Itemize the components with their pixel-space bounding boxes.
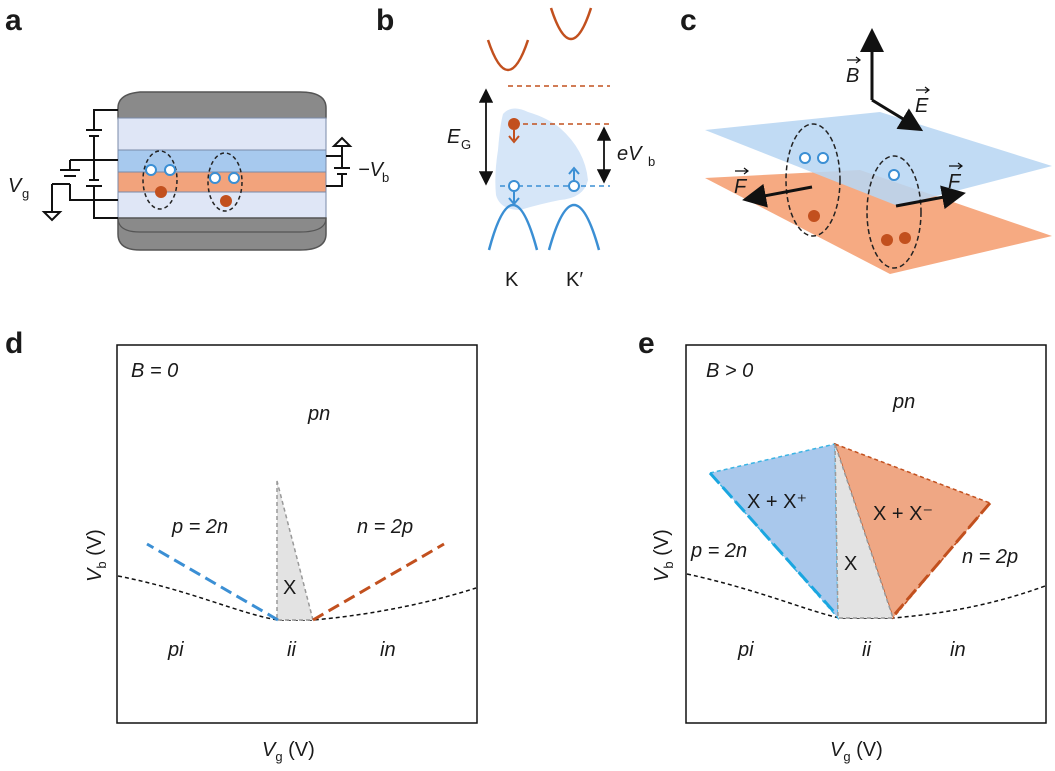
vector-arrow <box>735 167 749 175</box>
y-axis-label: Vb (V) <box>651 529 676 582</box>
region-ii: ii <box>862 639 871 661</box>
electron-marker <box>899 232 911 244</box>
hole-marker <box>209 172 221 184</box>
force-arrow-right <box>895 185 966 210</box>
panel-label-a: a <box>5 4 22 37</box>
exciton-outline <box>866 155 922 269</box>
exciton-outline <box>142 150 178 210</box>
electron-marker <box>220 195 232 207</box>
n-2p-line <box>893 502 992 615</box>
exciton-region <box>834 443 895 619</box>
region-x: X <box>844 553 857 575</box>
electron-marker <box>808 210 820 222</box>
region-pn: pn <box>892 391 915 413</box>
k-label: K <box>505 269 519 291</box>
panel-b: b E G eV b K K′ <box>376 4 655 291</box>
panel-label-b: b <box>376 4 394 37</box>
e-field-arrow <box>871 98 924 132</box>
p-2n-line <box>146 542 279 622</box>
vb-label: −V <box>358 159 385 181</box>
kp-label: K′ <box>566 269 583 291</box>
hole-marker <box>164 164 176 176</box>
hole-kp <box>568 180 580 192</box>
vector-arrow <box>847 56 861 64</box>
n-2p-line <box>312 542 445 622</box>
p-2n-label: p = 2n <box>690 540 747 562</box>
electron-marker <box>155 186 167 198</box>
force-label-right: F <box>948 171 962 193</box>
top-layer-plane <box>705 112 1052 206</box>
spin-up-arrow <box>568 166 580 180</box>
panel-a: a <box>5 4 389 251</box>
gate-circuit <box>41 109 118 222</box>
x-plus-region <box>708 443 839 621</box>
p-2n-line <box>708 472 838 615</box>
force-label-left: F <box>734 176 748 198</box>
eg-sub: G <box>461 137 471 152</box>
electron-dot <box>508 118 520 130</box>
bias-circuit <box>326 136 353 187</box>
force-arrow-left <box>742 183 813 208</box>
bottom-layer-plane <box>705 170 1052 274</box>
hole-marker <box>145 164 157 176</box>
spin-down-arrow <box>508 130 520 144</box>
vb-sub: b <box>382 170 389 185</box>
region-pn: pn <box>307 403 330 425</box>
b-field-label: B <box>846 65 859 87</box>
panel-c: c B E F F <box>680 4 1052 274</box>
panel-label-e: e <box>638 327 655 360</box>
region-x-plus: X + X⁺ <box>747 491 807 513</box>
y-axis-label: Vb (V) <box>84 529 109 582</box>
exciton-outline <box>207 152 243 212</box>
n-2p-label: n = 2p <box>962 546 1018 568</box>
panel-d: d B = 0 pn X p = 2n n = 2p pi ii in Vg (… <box>5 327 478 764</box>
region-x: X <box>283 577 296 599</box>
hole-marker <box>228 172 240 184</box>
hole-marker <box>888 169 900 181</box>
condition-label: B > 0 <box>706 360 753 382</box>
region-in: in <box>950 639 966 661</box>
region-in: in <box>380 639 396 661</box>
conduction-band-k <box>486 39 530 72</box>
evb-sub: b <box>648 154 655 169</box>
evb-label: eV <box>617 143 643 165</box>
region-pi: pi <box>167 639 184 661</box>
valence-band-kp <box>547 203 601 251</box>
x-axis-label: Vg (V) <box>262 739 315 764</box>
exciton-region <box>276 480 314 621</box>
vg-sub: g <box>22 186 29 201</box>
region-pi: pi <box>737 639 754 661</box>
vg-label: V <box>8 175 23 197</box>
vector-arrow <box>916 86 930 94</box>
condition-label: B = 0 <box>131 360 178 382</box>
region-x-minus: X + X⁻ <box>873 503 933 525</box>
electron-marker <box>881 234 893 246</box>
n-2p-label: n = 2p <box>357 516 413 538</box>
region-ii: ii <box>287 639 296 661</box>
plot-frame <box>685 344 1047 724</box>
x-axis-label: Vg (V) <box>830 739 883 764</box>
plot-frame <box>116 344 478 724</box>
hole-k <box>508 180 520 192</box>
panel-e: e B > 0 pn X + X⁺ X + X⁻ X p = 2n n = 2p… <box>638 327 1047 764</box>
vector-arrow <box>949 162 963 170</box>
hole-marker <box>817 152 829 164</box>
eg-label: E <box>447 126 461 148</box>
conduction-band-kp <box>549 7 593 40</box>
hole-marker <box>799 152 811 164</box>
panel-label-d: d <box>5 327 23 360</box>
exciton-outline <box>785 123 841 237</box>
valence-band-k <box>487 203 539 251</box>
e-field-label: E <box>915 95 929 117</box>
panel-label-c: c <box>680 4 697 37</box>
p-2n-label: p = 2n <box>171 516 228 538</box>
